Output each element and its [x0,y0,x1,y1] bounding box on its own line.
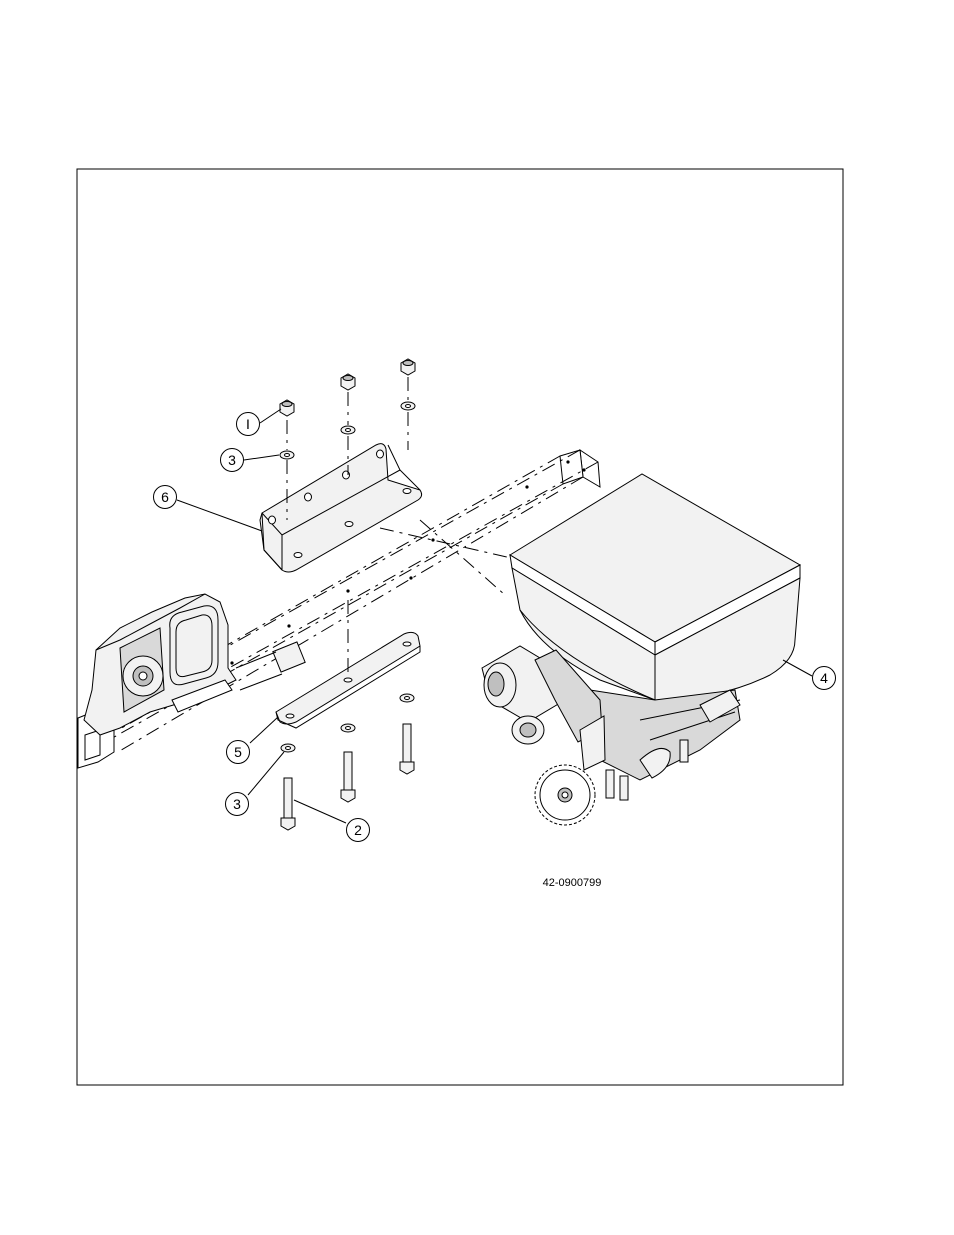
bearing-housing [84,594,305,735]
callout-1: I [237,413,260,436]
hex-nut [280,400,294,416]
angle-bracket [260,444,422,572]
carriage-bolt [400,724,414,774]
svg-text:3: 3 [233,796,241,812]
callout-4: 4 [813,667,836,690]
hex-nut [341,374,355,390]
sprocket [535,765,595,825]
part-number: 42-0900799 [543,877,602,889]
hex-nut [401,359,415,375]
svg-text:4: 4 [820,670,828,686]
callout-3b: 3 [226,793,249,816]
svg-text:I: I [246,416,250,432]
callout-6: 6 [154,486,177,509]
callout-3a: 3 [221,449,244,472]
svg-text:5: 5 [234,744,242,760]
svg-text:6: 6 [161,489,169,505]
svg-text:2: 2 [354,822,362,838]
carriage-bolt [341,752,355,802]
carriage-bolt [281,778,295,830]
callout-2: 2 [347,819,370,842]
callout-5: 5 [227,741,250,764]
svg-text:3: 3 [228,452,236,468]
